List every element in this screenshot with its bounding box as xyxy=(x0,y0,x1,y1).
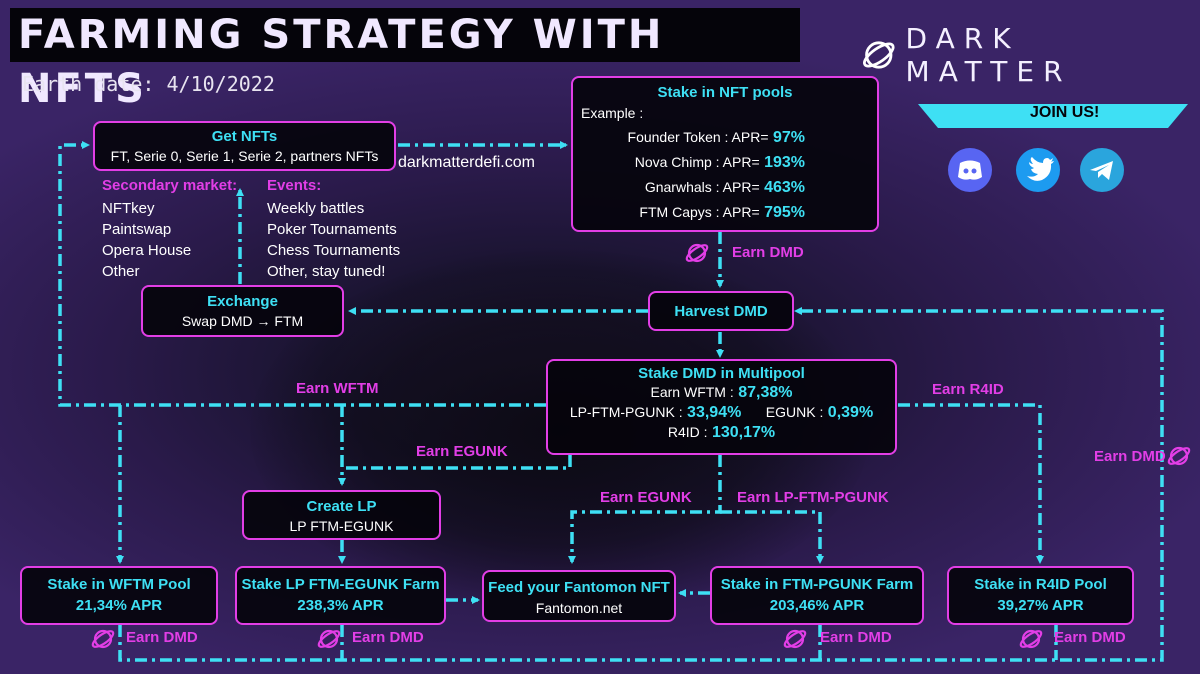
label-earn-wftm: Earn WFTM xyxy=(296,380,379,397)
list-item: NFTkey xyxy=(102,200,155,217)
multipool-wftm-value: 87,38% xyxy=(738,384,793,401)
multipool-egunk-label: EGUNK : xyxy=(765,404,824,420)
harvest-title: Harvest DMD xyxy=(674,303,768,320)
label-earn-egunk-upper: Earn EGUNK xyxy=(416,443,508,460)
lp-farm-box: Stake LP FTM-EGUNK Farm 238,3% APR xyxy=(235,566,446,625)
connector-bottom-return xyxy=(118,307,1164,662)
dmd-token-icon xyxy=(783,629,807,649)
multipool-r4id-value: 130,17% xyxy=(711,424,776,441)
dmd-token-icon xyxy=(91,629,115,649)
label-earn-dmd-nftpools: Earn DMD xyxy=(732,244,804,261)
pgunk-farm-apr: 203,46% APR xyxy=(769,597,865,614)
get-nfts-title: Get NFTs xyxy=(211,128,278,145)
harvest-box: Harvest DMD xyxy=(648,291,794,331)
connector-multipool-right xyxy=(898,403,1044,564)
discord-icon[interactable] xyxy=(948,148,992,192)
list-item: Poker Tournaments xyxy=(267,221,397,238)
label-earn-r4id: Earn R4ID xyxy=(932,381,1004,398)
connector-multipool-egunk xyxy=(342,455,572,470)
nft-pools-title: Stake in NFT pools xyxy=(657,84,793,101)
discord-glyph-icon xyxy=(958,160,982,180)
dark-matter-logo-icon xyxy=(863,41,895,69)
nft-pool-row: Nova Chimp : APR= 193% xyxy=(634,154,805,171)
list-item: Opera House xyxy=(102,242,192,259)
multipool-lp-value: 33,94% xyxy=(687,404,742,421)
page-title: FARMING STRATEGY WITH NFTS xyxy=(10,8,800,112)
nft-pool-row: Founder Token : APR= 97% xyxy=(627,129,805,146)
secondary-market-list: NFTkey Paintswap Opera House Other xyxy=(102,198,191,282)
label-earn-dmd-right: Earn DMD xyxy=(1094,448,1166,465)
lp-farm-apr: 238,3% APR xyxy=(297,597,384,614)
label-earn-lp-pgunk: Earn LP-FTM-PGUNK xyxy=(737,489,889,506)
multipool-lp-label: LP-FTM-PGUNK : xyxy=(569,404,683,420)
wftm-pool-title: Stake in WFTM Pool xyxy=(47,576,191,593)
events-title: Events: xyxy=(267,177,322,194)
fantomon-link[interactable]: Fantomon.net xyxy=(535,600,623,616)
get-nfts-subtitle: FT, Serie 0, Serie 1, Serie 2, partners … xyxy=(110,148,379,164)
join-us-banner xyxy=(918,104,1188,128)
brand-logo[interactable]: DARK MATTER xyxy=(860,22,1200,88)
dmd-token-icon xyxy=(1167,446,1191,466)
multipool-r4id-label: R4ID : xyxy=(667,424,708,440)
r4id-pool-apr: 39,27% APR xyxy=(997,597,1084,614)
nft-pool-row: Gnarwhals : APR= 463% xyxy=(644,179,805,196)
label-earn-dmd-pgunk: Earn DMD xyxy=(820,629,892,646)
fantomon-box: Feed your Fantomon NFT Fantomon.net xyxy=(482,570,676,622)
exchange-title: Exchange xyxy=(207,293,278,310)
secondary-market-title: Secondary market: xyxy=(102,177,238,194)
connector-multipool-left xyxy=(58,141,546,407)
multipool-egunk-value: 0,39% xyxy=(827,404,874,421)
pgunk-farm-box: Stake in FTM-PGUNK Farm 203,46% APR xyxy=(710,566,924,625)
label-earn-dmd-r4id: Earn DMD xyxy=(1054,629,1126,646)
website-link[interactable]: darkmatterdefi.com xyxy=(398,154,535,171)
connector-multipool-bottom xyxy=(568,455,722,564)
nft-pools-example: Example : xyxy=(581,105,644,121)
wftm-pool-box: Stake in WFTM Pool 21,34% APR xyxy=(20,566,218,625)
list-item: Other, stay tuned! xyxy=(267,263,386,280)
list-item: Other xyxy=(102,263,140,280)
r4id-pool-title: Stake in R4ID Pool xyxy=(974,576,1107,593)
join-us-label: JOIN US! xyxy=(1030,104,1100,121)
earth-date: Earth date: 4/10/2022 xyxy=(22,72,275,96)
dmd-token-icon xyxy=(685,243,709,263)
pgunk-farm-title: Stake in FTM-PGUNK Farm xyxy=(720,576,914,593)
brand-name: DARK MATTER xyxy=(905,22,1072,88)
label-earn-dmd-lpfarm: Earn DMD xyxy=(352,629,424,646)
dmd-token-icon xyxy=(317,629,341,649)
telegram-icon[interactable] xyxy=(1080,148,1124,192)
multipool-box: Stake DMD in Multipool Earn WFTM : 87,38… xyxy=(546,359,897,455)
wftm-pool-apr: 21,34% APR xyxy=(75,597,163,614)
create-lp-title: Create LP xyxy=(306,498,377,515)
twitter-bird-icon xyxy=(1027,157,1054,181)
nft-pool-row: FTM Capys : APR= 795% xyxy=(639,204,805,221)
get-nfts-box: Get NFTs FT, Serie 0, Serie 1, Serie 2, … xyxy=(93,121,396,171)
telegram-plane-icon xyxy=(1090,161,1113,180)
nft-pools-box: Stake in NFT pools Example : Founder Tok… xyxy=(571,76,879,232)
lp-farm-title: Stake LP FTM-EGUNK Farm xyxy=(241,576,440,593)
label-earn-egunk-lower: Earn EGUNK xyxy=(600,489,692,506)
twitter-icon[interactable] xyxy=(1016,148,1060,192)
label-earn-dmd-wftm: Earn DMD xyxy=(126,629,198,646)
connector-to-pgunk-farm xyxy=(720,510,824,564)
r4id-pool-box: Stake in R4ID Pool 39,27% APR xyxy=(947,566,1134,625)
create-lp-box: Create LP LP FTM-EGUNK xyxy=(242,490,441,540)
events-list: Weekly battles Poker Tournaments Chess T… xyxy=(267,198,400,282)
list-item: Paintswap xyxy=(102,221,172,238)
dmd-token-icon xyxy=(1019,629,1043,649)
multipool-wftm-label: Earn WFTM : xyxy=(650,384,734,400)
multipool-title: Stake DMD in Multipool xyxy=(638,365,805,382)
exchange-subtitle: Swap DMD → FTM xyxy=(181,313,304,329)
list-item: Weekly battles xyxy=(267,200,365,217)
exchange-box: Exchange Swap DMD → FTM xyxy=(141,285,344,337)
list-item: Chess Tournaments xyxy=(267,242,401,259)
create-lp-subtitle: LP FTM-EGUNK xyxy=(289,518,394,534)
fantomon-title: Feed your Fantomon NFT xyxy=(488,579,670,596)
